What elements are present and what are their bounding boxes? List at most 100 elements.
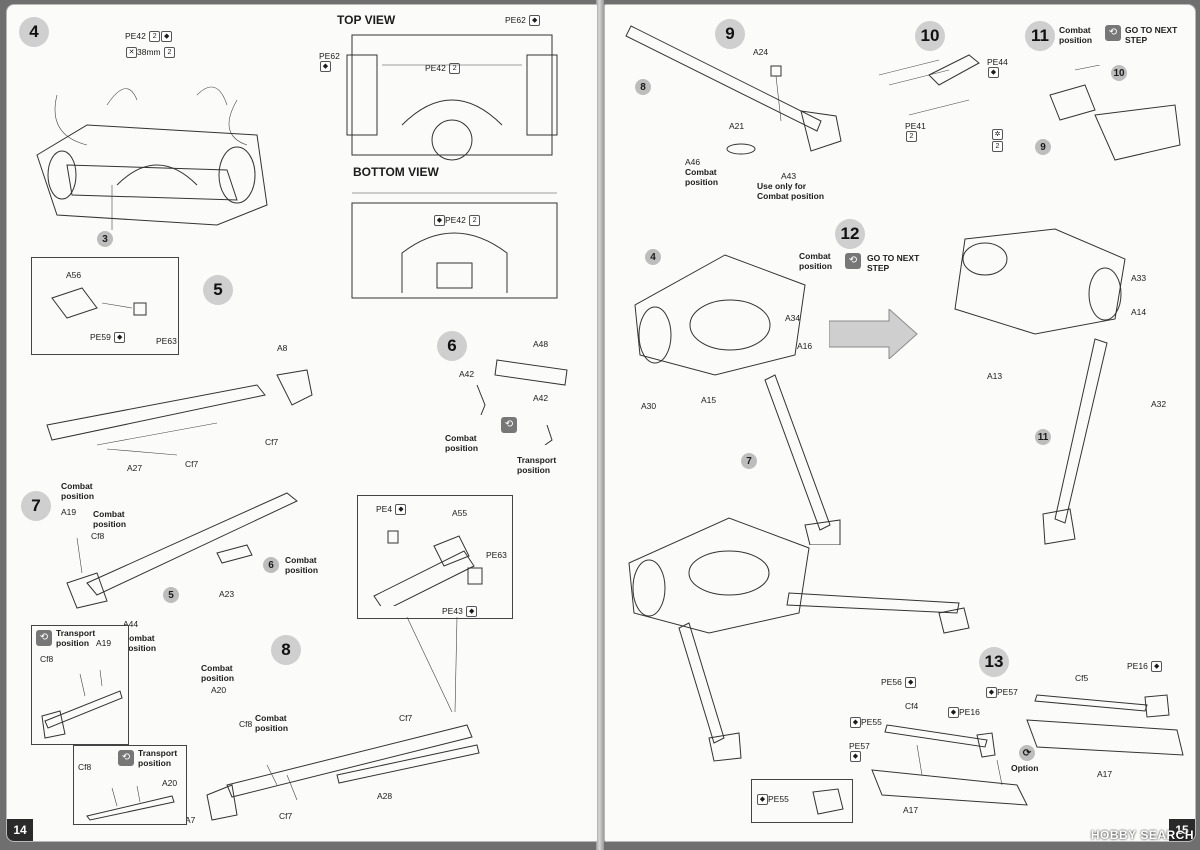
label-pe57-b: PE57◆ — [849, 741, 870, 763]
label-pe63: PE63 — [156, 336, 177, 346]
arrow-right-icon — [829, 309, 918, 359]
label-pe55-b: ◆PE55 — [756, 794, 789, 806]
label-a15: A15 — [701, 395, 717, 405]
step-5-drawing — [46, 369, 313, 456]
glue-icon: ◆ — [161, 31, 173, 43]
label-a48: A48 — [533, 339, 549, 349]
label-a44: A44 — [123, 619, 139, 629]
label-pe56: PE56 ◆ — [881, 677, 917, 689]
watermark-logo: HOBBY SEARCH — [1090, 828, 1194, 842]
step-7-drawing — [66, 492, 298, 609]
label-a20: A20 — [211, 685, 227, 695]
step-9-drawing — [625, 25, 842, 155]
step-4-ref: 4 — [645, 249, 661, 265]
label-pe16-a: ◆PE16 — [947, 707, 980, 719]
label-a20-b: A20 — [162, 778, 178, 788]
step-7-ref: 7 — [741, 453, 757, 469]
label-a16: A16 — [797, 341, 813, 351]
label-a14: A14 — [1131, 307, 1147, 317]
step-8-transport-label: Transport position — [138, 748, 178, 768]
combat-swap-icon: ⟲ — [501, 417, 517, 433]
step-7-combat-label-d: Combat position — [123, 633, 157, 653]
label-cf8-a: Cf8 — [91, 531, 105, 541]
label-a7: A7 — [185, 815, 196, 825]
label-cf7-b: Cf7 — [265, 437, 279, 447]
label-cf8-c: Cf8 — [78, 762, 92, 772]
step-12-number: 12 — [835, 219, 865, 249]
step-5-detail-inset: A56 PE59 ◆ PE63 — [31, 257, 179, 355]
step-11-ref: 11 — [1035, 429, 1051, 445]
label-pe4: PE4 ◆ — [376, 504, 407, 516]
label-a17-a: A17 — [903, 805, 919, 815]
step-7-transport-label: Transport position — [56, 628, 96, 648]
label-pe42: PE42 2◆ — [125, 31, 173, 43]
step-6-transport-label: Transport position — [517, 455, 557, 475]
step-8-combat-label-a: Combat position — [201, 663, 235, 683]
step-13-number: 13 — [979, 647, 1009, 677]
page-number-left: 14 — [7, 819, 33, 841]
step-6-drawing — [476, 359, 568, 445]
label-pe43: PE43 ◆ — [442, 606, 478, 618]
page-number-right: 15 — [1169, 819, 1195, 841]
label-a56: A56 — [66, 270, 82, 280]
top-view-title: TOP VIEW — [337, 13, 396, 27]
step-9-number: 9 — [715, 19, 745, 49]
label-cf8-b: Cf8 — [239, 719, 253, 729]
label-a8: A8 — [277, 343, 288, 353]
step-7-combat-label-a: Combat position — [61, 481, 95, 501]
step-12-drawing-b — [954, 228, 1126, 545]
label-a17-b: A17 — [1097, 769, 1113, 779]
label-cf5: Cf5 — [1075, 673, 1089, 683]
cut-icon: ✕ — [126, 47, 137, 59]
label-a28: A28 — [377, 791, 393, 801]
combat-swap-icon: ⟲ — [1105, 25, 1121, 41]
label-a23: A23 — [219, 589, 235, 599]
combat-swap-icon: ⟲ — [845, 253, 861, 269]
label-pe42-top: PE42 2 — [425, 63, 461, 75]
label-cf7-c: Cf7 — [399, 713, 413, 723]
step-7-combat-label-c: Combat position — [285, 555, 319, 575]
step-4-number: 4 — [19, 17, 49, 47]
step-11-number: 11 — [1025, 21, 1055, 51]
step-12-goto-label: GO TO NEXT STEP — [867, 253, 920, 273]
page-left: 4 PE42 2◆ ✕38mm 2 3 TOP VIEW PE62◆ PE62 … — [6, 4, 598, 842]
inset-pointer — [406, 617, 458, 713]
option-icon: ⟳ — [1019, 745, 1035, 761]
label-pe62-b: PE62 ◆ — [505, 15, 541, 27]
label-pe42-bottom: ◆PE42 2 — [433, 215, 481, 227]
step-6-ref: 6 — [263, 557, 279, 573]
bottom-view-drawing — [351, 192, 558, 299]
pe55-detail-inset: ◆PE55 — [751, 779, 853, 823]
label-cf8-inset: Cf8 — [40, 654, 54, 664]
label-pe57-a: ◆PE57 — [985, 687, 1018, 699]
label-pe62-a: PE62◆ — [319, 51, 340, 73]
label-a43: A43 — [781, 171, 797, 181]
label-a21: A21 — [729, 121, 745, 131]
step-8-drawing — [206, 724, 480, 821]
step-12-combat-label: Combat position — [799, 251, 833, 271]
step-6-combat-label: Combat position — [445, 433, 479, 453]
use-only-combat-label: Use only for Combat position — [757, 181, 825, 201]
step-6-number: 6 — [437, 331, 467, 361]
option-label: Option — [1011, 763, 1039, 773]
step-10-number: 10 — [915, 21, 945, 51]
step-7-combat-label-b: Combat position — [93, 509, 127, 529]
label-a33: A33 — [1131, 273, 1147, 283]
book-gutter — [596, 0, 604, 850]
step-7-number: 7 — [21, 491, 51, 521]
label-a34: A34 — [785, 313, 801, 323]
label-a24: A24 — [753, 47, 769, 57]
label-a19-inset: A19 — [96, 638, 112, 648]
label-cf7-a: Cf7 — [185, 459, 199, 469]
step-3-ref: 3 — [97, 231, 113, 247]
label-pe55-a: ◆PE55 — [849, 717, 882, 729]
label-cf4: Cf4 — [905, 701, 919, 711]
bottom-view-title: BOTTOM VIEW — [353, 165, 439, 179]
label-pe44: PE44◆ — [987, 57, 1008, 79]
step-5-ref: 5 — [163, 587, 179, 603]
step-10-ref: 10 — [1111, 65, 1127, 81]
step-9-ref: 9 — [1035, 139, 1051, 155]
